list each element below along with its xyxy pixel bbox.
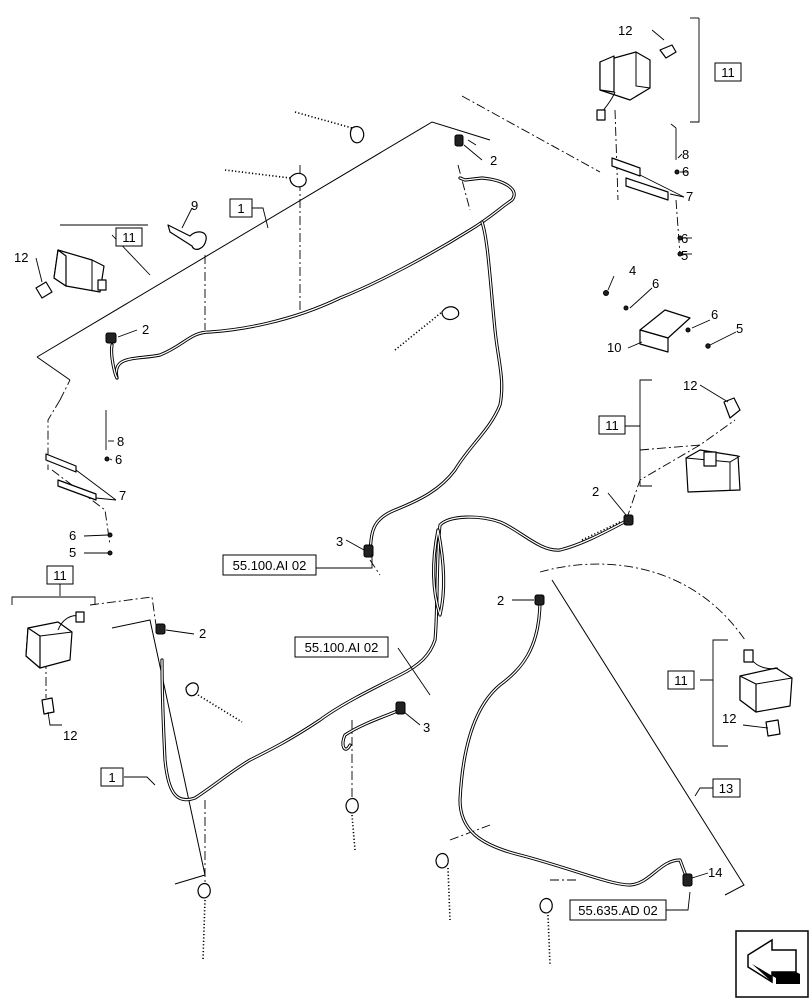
svg-text:1: 1 bbox=[237, 201, 244, 216]
svg-text:1: 1 bbox=[108, 770, 115, 785]
callout-box-1: 1 bbox=[100, 767, 124, 787]
callout-numbers: 12 8 6 7 6 5 2 9 12 2 8 6 7 6 5 4 6 6 5 … bbox=[14, 23, 743, 880]
callout-6: 6 bbox=[652, 276, 659, 291]
harness-wires bbox=[109, 176, 688, 887]
callout-box-11: 11 bbox=[115, 227, 143, 247]
zip-tie-top bbox=[294, 111, 365, 144]
bracket-top-right bbox=[611, 128, 683, 257]
callout-7: 7 bbox=[686, 189, 693, 204]
zip-tie-lower-center bbox=[345, 798, 359, 851]
svg-text:55.635.AD 02: 55.635.AD 02 bbox=[578, 903, 658, 918]
zip-tie-center bbox=[394, 306, 460, 351]
callout-8: 8 bbox=[682, 147, 689, 162]
callout-4: 4 bbox=[629, 263, 636, 278]
callout-7: 7 bbox=[119, 488, 126, 503]
callout-12: 12 bbox=[14, 250, 28, 265]
lamp-right-middle bbox=[685, 397, 741, 493]
reference-box-middle[interactable]: 55.100.AI 02 bbox=[294, 636, 389, 658]
clips bbox=[105, 134, 693, 887]
callout-box-11: 11 bbox=[46, 565, 74, 585]
callout-3: 3 bbox=[423, 720, 430, 735]
callout-3: 3 bbox=[336, 534, 343, 549]
reference-box-lower[interactable]: 55.635.AD 02 bbox=[569, 899, 667, 921]
callout-5: 5 bbox=[681, 248, 688, 263]
callout-5: 5 bbox=[69, 545, 76, 560]
svg-text:11: 11 bbox=[605, 418, 619, 433]
zip-tie-center-right bbox=[581, 521, 621, 541]
lamp-lower-left bbox=[25, 611, 85, 715]
connector-3-upper bbox=[363, 544, 374, 558]
callout-6: 6 bbox=[681, 231, 688, 246]
callout-box-13: 13 bbox=[712, 778, 741, 798]
center-lines bbox=[45, 95, 746, 890]
zip-ties bbox=[185, 111, 621, 966]
callout-6: 6 bbox=[115, 452, 122, 467]
callout-2: 2 bbox=[142, 322, 149, 337]
assembly-outlines bbox=[36, 121, 745, 896]
callout-14: 14 bbox=[708, 865, 722, 880]
callout-12: 12 bbox=[722, 711, 736, 726]
clip-2-lower-left bbox=[155, 623, 166, 635]
svg-text:55.100.AI 02: 55.100.AI 02 bbox=[305, 640, 379, 655]
svg-text:13: 13 bbox=[719, 781, 733, 796]
svg-text:55.100.AI 02: 55.100.AI 02 bbox=[233, 558, 307, 573]
callout-6: 6 bbox=[69, 528, 76, 543]
bracket-left bbox=[45, 410, 113, 556]
callout-8: 8 bbox=[117, 434, 124, 449]
callout-box-11: 11 bbox=[714, 62, 742, 82]
svg-text:11: 11 bbox=[721, 65, 735, 80]
callout-6: 6 bbox=[682, 164, 689, 179]
callout-12: 12 bbox=[618, 23, 632, 38]
callout-12: 12 bbox=[683, 378, 697, 393]
zip-tie-bottom-left bbox=[197, 883, 211, 961]
lamp-top-right bbox=[596, 44, 677, 121]
next-page-arrow-icon[interactable] bbox=[735, 930, 809, 998]
connector-3-lower bbox=[395, 701, 406, 715]
callout-6: 6 bbox=[711, 307, 718, 322]
connector-14 bbox=[682, 873, 693, 887]
callout-2: 2 bbox=[199, 626, 206, 641]
lamp-lower-right bbox=[739, 649, 793, 737]
callout-2: 2 bbox=[592, 484, 599, 499]
clip-2-right bbox=[623, 514, 634, 526]
leader-lines bbox=[11, 17, 769, 911]
callout-2: 2 bbox=[497, 593, 504, 608]
lamp-left bbox=[35, 249, 107, 299]
reference-boxes: 55.100.AI 02 55.100.AI 02 55.635.AD 02 bbox=[222, 554, 667, 921]
clip-2-left bbox=[105, 332, 117, 344]
svg-text:11: 11 bbox=[674, 673, 688, 688]
callout-9: 9 bbox=[191, 198, 198, 213]
callout-10: 10 bbox=[607, 340, 621, 355]
callout-12: 12 bbox=[63, 728, 77, 743]
reference-box-upper[interactable]: 55.100.AI 02 bbox=[222, 554, 317, 576]
svg-text:11: 11 bbox=[122, 230, 136, 245]
zip-tie-bottom-right bbox=[539, 898, 553, 966]
callout-2: 2 bbox=[490, 153, 497, 168]
zip-tie-lower-left bbox=[185, 682, 243, 723]
boxed-callouts: 11 1 11 11 11 11 1 13 bbox=[46, 62, 742, 798]
callout-box-11: 11 bbox=[667, 670, 695, 690]
callout-box-11: 11 bbox=[598, 415, 626, 435]
harness-clip-9 bbox=[167, 224, 207, 250]
bracket-10 bbox=[603, 290, 711, 353]
callout-box-1: 1 bbox=[229, 198, 253, 218]
zip-tie-bottom-mid bbox=[435, 853, 451, 921]
clip-2-top bbox=[454, 134, 464, 147]
clip-2-right-harness bbox=[534, 594, 545, 606]
zip-tie-top-2 bbox=[224, 169, 307, 188]
svg-text:11: 11 bbox=[53, 568, 67, 583]
callout-5: 5 bbox=[736, 321, 743, 336]
